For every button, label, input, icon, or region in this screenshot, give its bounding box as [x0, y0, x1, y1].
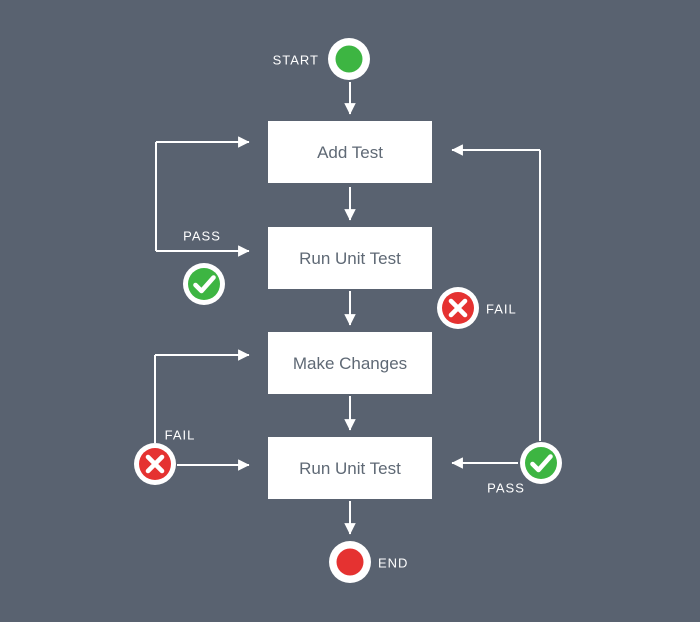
node-run-unit-test-2: Run Unit Test — [268, 437, 432, 499]
start-label: START — [272, 52, 319, 68]
node-run-unit-test-1: Run Unit Test — [268, 227, 432, 289]
end-label: END — [378, 555, 409, 571]
pass-check-icon-upper — [183, 263, 225, 305]
start-dot-icon — [328, 38, 370, 80]
fail-cross-icon-lower — [134, 443, 176, 485]
end-dot-icon — [329, 541, 371, 583]
node-make-changes: Make Changes — [268, 332, 432, 394]
pass-check-icon-lower — [520, 442, 562, 484]
fail-label-right: FAIL — [486, 301, 517, 317]
pass-label-lower: PASS — [487, 480, 525, 496]
fail-label-lower: FAIL — [164, 427, 196, 443]
pass-label-upper: PASS — [183, 228, 221, 244]
fail-cross-icon-right — [437, 287, 479, 329]
node-add-test: Add Test — [268, 121, 432, 183]
